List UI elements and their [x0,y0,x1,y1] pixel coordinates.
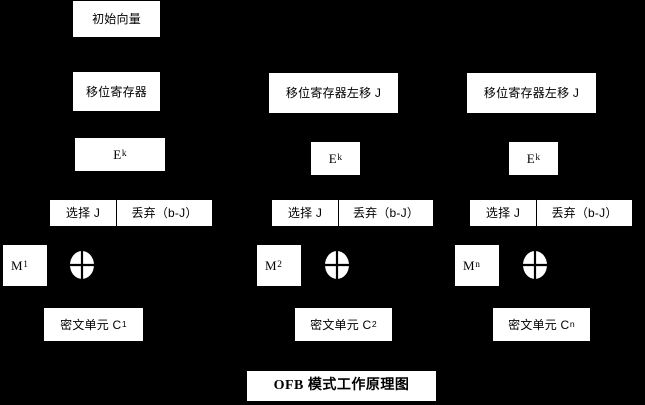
plaintext-m-label: M [11,258,23,273]
shift-register-box-2: 移位寄存器左移 J [269,73,398,113]
encrypt-e-label: E [113,147,122,162]
xor-icon-1 [69,250,95,280]
diagram-title: OFB 模式工作原理图 [247,371,436,401]
ciphertext-label: 密文单元 C [310,317,372,332]
xor-icon-3 [522,250,548,280]
select-box-3: 选择 J [470,200,536,226]
encrypt-k-subscript: k [535,152,541,163]
ciphertext-index-subscript: 1 [121,319,127,330]
ciphertext-label: 密文单元 C [60,317,122,332]
plaintext-m-label: M [265,258,277,273]
encrypt-k-subscript: k [337,152,343,163]
select-box-1: 选择 J [50,200,116,226]
encrypt-k-subscript: k [121,148,127,159]
plaintext-m-label: M [463,258,475,273]
shift-register-box-3: 移位寄存器左移 J [467,73,596,113]
encrypt-e-label: E [328,151,337,166]
plaintext-index-subscript: n [475,259,481,270]
shift-register-box-1: 移位寄存器 [73,72,160,111]
ciphertext-index-subscript: n [569,319,575,330]
discard-box-1: 丢弃（b-J） [117,200,212,226]
discard-box-3: 丢弃（b-J） [537,200,632,226]
ciphertext-index-subscript: 2 [371,319,377,330]
encrypt-e-label: E [526,151,535,166]
initial-vector-box: 初始向量 [73,1,160,37]
xor-icon-2 [324,250,350,280]
plaintext-index-subscript: 1 [23,259,29,270]
plaintext-index-subscript: 2 [277,259,283,270]
ciphertext-label: 密文单元 C [508,317,570,332]
discard-box-2: 丢弃（b-J） [339,200,433,226]
select-box-2: 选择 J [272,200,338,226]
